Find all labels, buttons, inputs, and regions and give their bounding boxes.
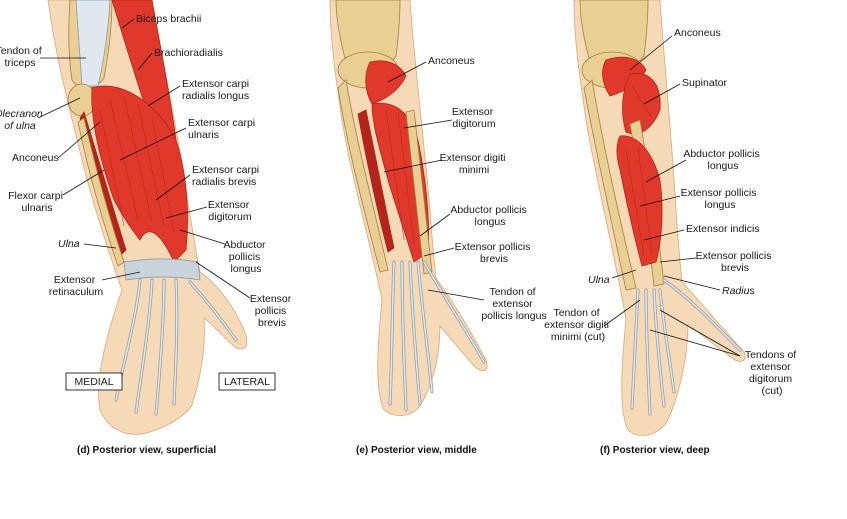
label-ulna: Ulna [58,238,80,250]
panel-e: Anconeus Extensor digitorum Extensor dig… [329,0,547,456]
retinaculum-d [123,258,201,281]
caption-d: (d) Posterior view, superficial [77,445,216,456]
forearm-muscles-d [91,85,188,263]
label-extensor-indicis-f: Extensor indicis [686,223,760,235]
forearm-e-illustration [329,0,488,416]
deep-muscles-f [616,135,663,267]
forearm-d-illustration [47,0,248,435]
svg-text:LATERAL: LATERAL [224,376,270,388]
label-olecranon-of-ulna: Olecranon of ulna [0,108,46,132]
forearm-f-illustration [573,0,746,436]
label-extensor-carpi-radialis-brevis: Extensor carpi radialis brevis [192,164,262,188]
label-extensor-carpi-radialis-longus: Extensor carpi radialis longus [182,78,252,102]
ulna-f [583,79,637,291]
label-anconeus-e: Anconeus [428,55,475,67]
ulna-d [77,117,125,267]
label-extensor-carpi-ulnaris: Extensor carpi ulnaris [188,117,258,141]
label-radius-f: Radius [722,285,755,297]
panel-d: Biceps brachii Tendon of triceps Brachio… [0,0,294,456]
label-brachioradialis: Brachioradialis [154,47,223,59]
label-extensor-digiti-minimi-e: Extensor digiti minimi [440,152,509,176]
label-extensor-digitorum-e: Extensor digitorum [452,106,496,130]
label-extensor-pollicis-brevis-f: Extensor pollicis brevis [696,250,775,274]
label-extensor-digitorum: Extensor digitorum [208,199,252,223]
label-tendon-extensor-pollicis-longus-e: Tendon of extensor pollicis longus [481,286,546,322]
leaders-f [603,35,741,357]
label-anconeus: Anconeus [12,152,59,164]
label-extensor-retinaculum: Extensor retinaculum [49,274,104,298]
label-flexor-carpi-ulnaris: Flexor carpi ulnaris [8,190,66,214]
label-abductor-pollicis-longus: Abductor pollicis longus [224,239,269,275]
labels-f: Anconeus Supinator Abductor pollicis lon… [544,27,799,397]
label-abductor-pollicis-longus-f: Abductor pollicis longus [683,148,762,172]
label-anconeus-f: Anconeus [674,27,721,39]
leaders-e [383,61,485,301]
tendons-e-inner [389,261,485,411]
medial-tag: MEDIAL [65,372,123,391]
lateral-tag: LATERAL [218,372,276,391]
tendons-f-inner [631,279,741,415]
label-ulna-f: Ulna [588,274,610,286]
labels-e: Anconeus Extensor digitorum Extensor dig… [428,55,547,322]
label-extensor-pollicis-brevis-e: Extensor pollicis brevis [455,241,534,265]
label-biceps-brachii: Biceps brachii [136,13,201,25]
striations-d [99,95,175,233]
anconeus-e [365,60,407,105]
svg-text:MEDIAL: MEDIAL [74,376,113,388]
label-abductor-pollicis-longus-e: Abductor pollicis longus [450,204,529,228]
ulna-e [337,79,389,273]
caption-f: (f) Posterior view, deep [600,445,710,456]
label-extensor-pollicis-longus-f: Extensor pollicis longus [681,187,760,211]
radius-e [405,109,433,275]
supinator-f [622,72,661,135]
labels-d: Biceps brachii Tendon of triceps Brachio… [0,13,294,329]
label-extensor-pollicis-brevis: Extensor pollicis brevis [250,293,294,329]
panel-f: Anconeus Supinator Abductor pollicis lon… [544,0,799,456]
label-tendon-of-triceps: Tendon of triceps [0,45,45,69]
label-tendon-extensor-digiti-minimi-f: Tendon of extensor digiti minimi (cut) [544,307,612,343]
caption-e: (e) Posterior view, middle [356,445,477,456]
triceps-tendon-d [75,0,111,87]
striations-f [625,85,653,257]
leaders-d [37,18,251,299]
extensor-digiti-minimi-e [357,109,395,253]
label-tendons-extensor-digitorum-f: Tendons of extensor digitorum (cut) [745,349,799,397]
label-supinator-f: Supinator [682,77,727,89]
